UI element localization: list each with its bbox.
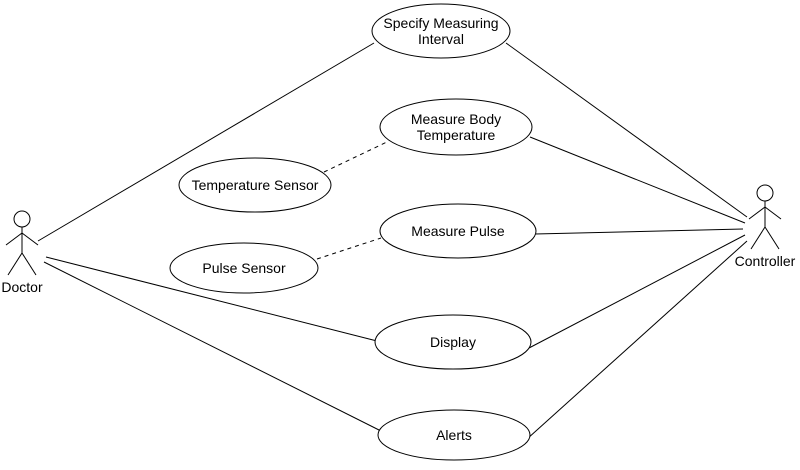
actor-left-arm-controller	[748, 206, 766, 220]
use-case-ellipse-pulse-sensor	[169, 242, 319, 294]
actor-label-doctor: Doctor	[1, 279, 43, 295]
actor-right-leg-doctor	[21, 252, 37, 276]
use-case-ellipse-alerts	[377, 409, 531, 461]
use-case-label-specify-measuring-interval: Specify Measuring	[383, 15, 498, 31]
use-case-label-display: Display	[430, 334, 476, 350]
use-case-label-alerts: Alerts	[436, 427, 472, 443]
actor-left-arm-doctor	[5, 232, 23, 246]
edge-pulse-sensor-to-measure-pulse	[316, 237, 382, 260]
use-case-label-measure-body-temperature: Measure Body	[411, 111, 501, 127]
edge-controller-to-measure-body-temperature	[529, 136, 746, 224]
use-case-ellipse-display	[374, 314, 532, 370]
actor-left-leg-doctor	[7, 252, 23, 276]
use-case-temperature-sensor: Temperature Sensor	[178, 157, 332, 213]
use-case-label-measure-body-temperature: Temperature	[417, 127, 496, 143]
use-case-label-temperature-sensor: Temperature Sensor	[192, 177, 319, 193]
edge-controller-to-specify-measuring-interval	[505, 42, 748, 218]
actor-right-arm-controller	[764, 206, 782, 220]
use-case-display: Display	[374, 314, 532, 370]
use-case-label-specify-measuring-interval: Interval	[418, 31, 464, 47]
use-case-ellipse-measure-body-temperature	[379, 98, 533, 156]
use-case-measure-pulse: Measure Pulse	[379, 203, 537, 259]
use-case-label-pulse-sensor: Pulse Sensor	[202, 260, 286, 276]
use-case-ellipse-specify-measuring-interval	[371, 3, 511, 59]
use-case-ellipse-temperature-sensor	[178, 157, 332, 213]
use-case-alerts: Alerts	[377, 409, 531, 461]
edge-controller-to-measure-pulse	[534, 228, 744, 235]
actor-head-controller	[756, 184, 774, 202]
actor-label-controller: Controller	[735, 253, 796, 269]
use-case-label-measure-pulse: Measure Pulse	[411, 223, 505, 239]
actor-left-leg-controller	[750, 226, 766, 250]
actor-controller: Controller	[735, 184, 796, 269]
edge-doctor-to-alerts	[43, 261, 382, 432]
actor-right-arm-doctor	[21, 232, 39, 246]
edge-controller-to-display	[528, 234, 746, 349]
edge-doctor-to-specify-measuring-interval	[37, 42, 375, 242]
use-case-pulse-sensor: Pulse Sensor	[169, 242, 319, 294]
actor-doctor: Doctor	[1, 210, 43, 295]
edge-controller-to-alerts	[526, 240, 748, 440]
actor-head-doctor	[13, 210, 31, 228]
edge-doctor-to-display	[45, 256, 378, 342]
use-case-ellipse-measure-pulse	[379, 203, 537, 259]
edge-temperature-sensor-to-measure-body-temperature	[323, 140, 390, 173]
actor-right-leg-controller	[764, 226, 780, 250]
